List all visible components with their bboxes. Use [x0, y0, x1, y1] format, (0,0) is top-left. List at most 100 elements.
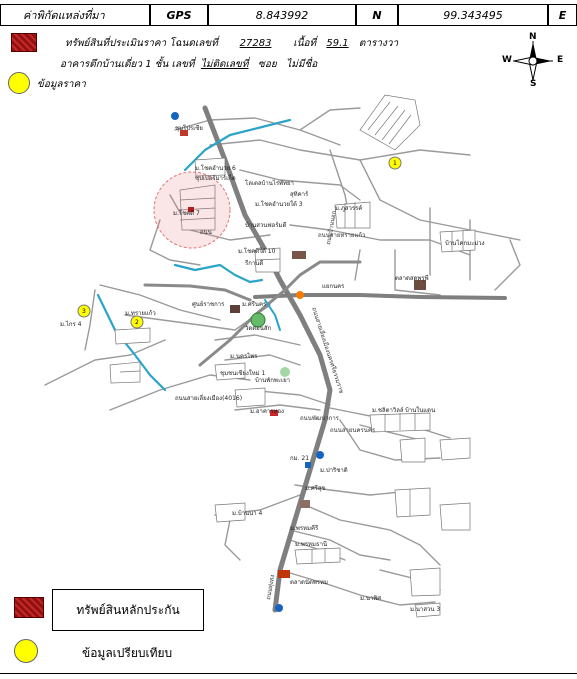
- label-l28: ม.อาคารทอง: [250, 408, 284, 415]
- gov-icon: [230, 305, 240, 313]
- property-info-line-1: ทรัพย์สินที่ประเมินราคา โฉนดเลขที่ 27283…: [65, 36, 398, 51]
- coordinate-header: ค่าพิกัดแหล่งที่มา GPS 8.843992 N 99.343…: [0, 0, 577, 28]
- label-l35: ม.ศรีสุข: [305, 484, 326, 492]
- label-l21: วัดดอนสัก: [245, 325, 272, 332]
- label-l05: สุทิคาร์: [290, 190, 309, 198]
- label-l06: ม.โชคอำนวยใต้ 3: [255, 200, 303, 208]
- label-l27: ถนนสายเลี่ยงเมือง(4016): [175, 394, 242, 402]
- property-description: ทรัพย์สินที่ประเมินราคา โฉนดเลขที่: [65, 38, 218, 49]
- label-l20: ม.ศรีนคร: [242, 300, 267, 308]
- label-l14: ม.โชคดีใต้ 10: [238, 247, 276, 255]
- label-l01: ชุมโปรเซีย: [175, 124, 203, 132]
- label-l33: กม. 21: [290, 455, 309, 462]
- label-l19: ศูนย์ราชการ: [192, 300, 225, 308]
- label-l02: ม.โชคอำนวย 6: [195, 164, 236, 172]
- label-l32: ถนนสายนครนคร: [330, 427, 376, 434]
- poi-icons: [171, 112, 426, 612]
- comparison-legend-label: ข้อมูลเปรียบเทียบ: [82, 646, 173, 660]
- market-south-icon: [278, 570, 290, 578]
- comparison-marker-2[interactable]: [130, 315, 144, 329]
- soi-label: ซอย: [258, 59, 277, 70]
- comparison-markers: 1 2 3: [77, 156, 402, 329]
- river-small: [264, 299, 281, 331]
- coordinate-source-label: ค่าพิกัดแหล่งที่มา: [0, 4, 150, 26]
- info-south-icon: [275, 604, 283, 612]
- house-number: ไม่ติดเลขที่: [200, 59, 249, 70]
- east-west-road: [253, 293, 507, 300]
- gps-label: GPS: [150, 4, 208, 26]
- area-label: เนื้อที่: [293, 38, 317, 49]
- compass-s: S: [530, 79, 537, 89]
- comparison-marker-3[interactable]: [77, 304, 91, 318]
- comparison-marker-2-label: 2: [135, 319, 139, 326]
- label-l37: ม.พรหมธานี: [295, 540, 327, 548]
- label-l30: ม.ชลิตาวิลล์: [372, 406, 404, 414]
- label-l24: ม.นครไพร: [230, 352, 258, 360]
- label-l13: ถนนสายทรายแก้ว: [318, 232, 365, 239]
- label-l25: ชุมชนเชียงใหม่ 1: [220, 369, 266, 377]
- east-label: E: [548, 4, 577, 26]
- label-l42: ม.บ้านนา 4: [232, 510, 263, 517]
- label-l07: ม.โชคดี 7: [173, 209, 200, 217]
- bottom-border: [0, 673, 577, 674]
- subject-property-marker[interactable]: [188, 207, 194, 212]
- label-l15: รีกานดี: [244, 259, 263, 267]
- comparison-marker-1[interactable]: [388, 156, 402, 170]
- deed-number: 27283: [239, 38, 272, 49]
- compass-w: W: [502, 55, 512, 65]
- price-info-label: ข้อมูลราคา: [37, 79, 86, 90]
- soi-value: ไม่มีชื่อ: [286, 59, 318, 70]
- collateral-legend-symbol: [14, 597, 44, 618]
- river-middle: [173, 263, 264, 284]
- label-l16: แยกนคร: [322, 283, 345, 290]
- property-info-line-2: อาคารตึกบ้านเดี่ยว 1 ชั้น เลขที่ ไม่ติดเ…: [60, 57, 317, 72]
- collateral-legend-label: ทรัพย์สินหลักประกัน: [76, 602, 180, 617]
- temple-icon: [250, 312, 266, 328]
- label-l31: บ้านในแดน: [405, 406, 435, 414]
- label-l38: ตลาดนัดพรหม: [290, 579, 328, 586]
- police-icon: [316, 451, 324, 459]
- bypass-road: [198, 260, 362, 367]
- label-l03: ซุปเปอร์มาร์เก็ต: [195, 173, 236, 182]
- label-l12: ตลาดสดพรุพี: [395, 274, 429, 282]
- fuel-icon: [296, 291, 304, 299]
- latitude-value: 8.843992: [208, 4, 356, 26]
- comparison-marker-3-label: 3: [82, 308, 86, 315]
- shop-icon: [300, 500, 310, 508]
- building-description: อาคารตึกบ้านเดี่ยว 1 ชั้น เลขที่: [60, 59, 195, 70]
- housing-blocks: [109, 94, 476, 618]
- label-l36: ม.พรหมคีรี: [290, 524, 319, 532]
- river-north: [183, 118, 292, 172]
- location-map[interactable]: 1 2 3 ชุมโปรเซีย ม.โชคอำนวย 6 ซุปเปอร์มา…: [0, 90, 577, 640]
- comparison-legend-symbol: [14, 639, 38, 663]
- label-l39: ม.นาพิศ: [360, 595, 381, 602]
- longitude-value: 99.343495: [398, 4, 548, 26]
- label-l17: ถนนบ้านนอก: [325, 210, 338, 246]
- compass-e: E: [557, 55, 564, 65]
- building-icon: [180, 130, 188, 136]
- bank-icon: [305, 462, 311, 468]
- school-icon: [270, 410, 278, 416]
- area-value: 59.1: [326, 38, 349, 49]
- compass-rose-icon: N S E W: [500, 32, 568, 90]
- main-road: [202, 105, 333, 613]
- west-road: [143, 283, 252, 302]
- label-l41: ถนนทุ่งสง: [265, 574, 276, 600]
- landmark-icon: [292, 251, 306, 259]
- collateral-legend-box: ทรัพย์สินหลักประกัน: [52, 589, 204, 631]
- minor-roads: [44, 107, 521, 606]
- area-unit: ตารางวา: [358, 38, 399, 49]
- label-l04: โลเตลบ้านไร่พัทยา: [245, 179, 294, 187]
- label-l26: บ้านพักพะเยา: [255, 377, 290, 384]
- label-l08: ถนน: [200, 229, 212, 236]
- subject-property-symbol: [11, 33, 37, 52]
- market-icon: [414, 280, 426, 290]
- label-l09: บ้านสวนฟอร์มดี: [245, 221, 286, 229]
- compass-n: N: [529, 32, 537, 42]
- label-l40: ม.นาสวน 3: [410, 606, 440, 613]
- north-label: N: [356, 4, 398, 26]
- label-l29: ถนนพัฒนาการ: [300, 415, 340, 422]
- info-icon: [171, 112, 179, 120]
- comparison-symbol: [8, 72, 30, 94]
- label-l23: ม.ทรายแก้ว: [125, 310, 156, 317]
